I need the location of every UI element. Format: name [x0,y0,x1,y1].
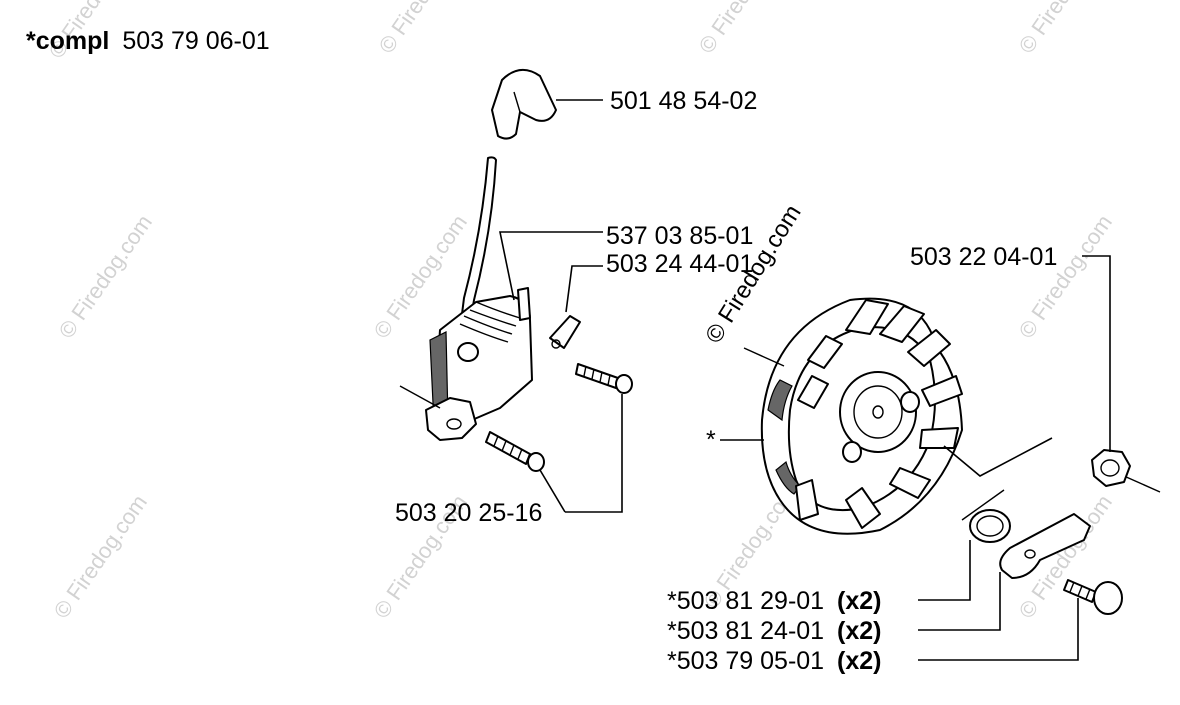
leader-screw-lower [539,469,566,513]
pawl-spring [969,509,1011,543]
leader-ignition-module [499,231,603,301]
assembly-title-prefix: *compl [26,27,109,55]
watermark: © Firedog.com [54,210,157,343]
label-pin-number: *503 79 05-01 [667,647,824,675]
watermark: © Firedog.com [374,0,477,58]
label-spring-qty: (x2) [837,587,881,615]
axis-line-spring [961,489,1005,521]
leader-flywheel-nut [1082,255,1111,452]
ht-lead [457,156,497,349]
label-pawl-qty: (x2) [837,617,881,645]
watermark: © Firedog.com [694,0,797,58]
leader-screw-upper [565,394,623,513]
label-pawl: *503 81 24-01 (x2) [667,617,882,645]
axis-line-module [399,385,441,409]
axis-line-nut [1123,475,1161,493]
axis-line-crank [943,437,1053,477]
watermark-layer: © Firedog.com © Firedog.com © Firedog.co… [44,0,1117,623]
spark-plug-cap [491,69,557,140]
axis-line-flywheel [743,347,785,367]
label-pin: *503 79 05-01 (x2) [667,647,882,675]
label-spark-cap: 501 48 54-02 [610,87,757,115]
label-flywheel-nut: 503 22 04-01 [910,243,1057,271]
label-flywheel: * [706,426,716,454]
leader-terminal [565,265,603,313]
leader-pin [918,598,1079,661]
label-spring-number: *503 81 29-01 [667,587,824,615]
flywheel-nut [1091,449,1131,487]
watermark: © Firedog.com [1014,210,1117,343]
flywheel [760,297,963,535]
screw-lower [485,431,545,472]
leader-pawl [918,572,1001,631]
label-terminal: 503 24 44-01 [606,250,753,278]
terminal-tab [549,315,581,349]
starter-pawl [999,513,1091,579]
leader-spring [918,540,971,601]
watermark: © Firedog.com [1014,0,1117,58]
screw-upper [575,363,633,394]
ignition-module [425,287,533,441]
label-screws: 503 20 25-16 [395,499,542,527]
pawl-pin [1063,579,1123,615]
label-pawl-number: *503 81 24-01 [667,617,824,645]
terminal-hole [551,339,561,349]
label-pin-qty: (x2) [837,647,881,675]
label-spring: *503 81 29-01 (x2) [667,587,882,615]
assembly-title: *compl 503 79 06-01 [26,27,270,55]
label-ignition-module: 537 03 85-01 [606,222,753,250]
watermark: © Firedog.com [49,490,152,623]
assembly-number: 503 79 06-01 [122,27,269,55]
